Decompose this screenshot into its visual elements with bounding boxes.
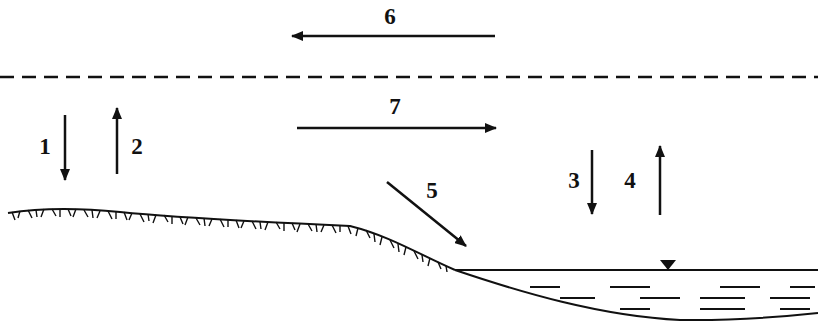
callout-number: 6 <box>384 5 396 28</box>
grass-hatching <box>12 209 447 272</box>
callout-number: 4 <box>624 169 636 192</box>
callout-number: 2 <box>131 135 143 158</box>
water-bed <box>455 270 818 320</box>
water-level-marker <box>660 260 676 270</box>
flow-arrow <box>297 127 496 130</box>
flow-arrow <box>116 108 119 174</box>
flow-arrow <box>659 146 662 215</box>
callout-number: 1 <box>39 135 51 158</box>
water-body-hatching <box>530 287 815 309</box>
water-surface <box>455 269 818 271</box>
callout-number: 3 <box>568 169 580 192</box>
callout-number: 7 <box>389 95 401 118</box>
flow-arrow <box>591 150 594 214</box>
callout-number: 5 <box>426 179 438 202</box>
flow-arrow <box>292 35 495 38</box>
atmosphere-boundary <box>0 76 818 79</box>
land-surface <box>8 209 455 270</box>
flow-arrow <box>64 115 67 180</box>
